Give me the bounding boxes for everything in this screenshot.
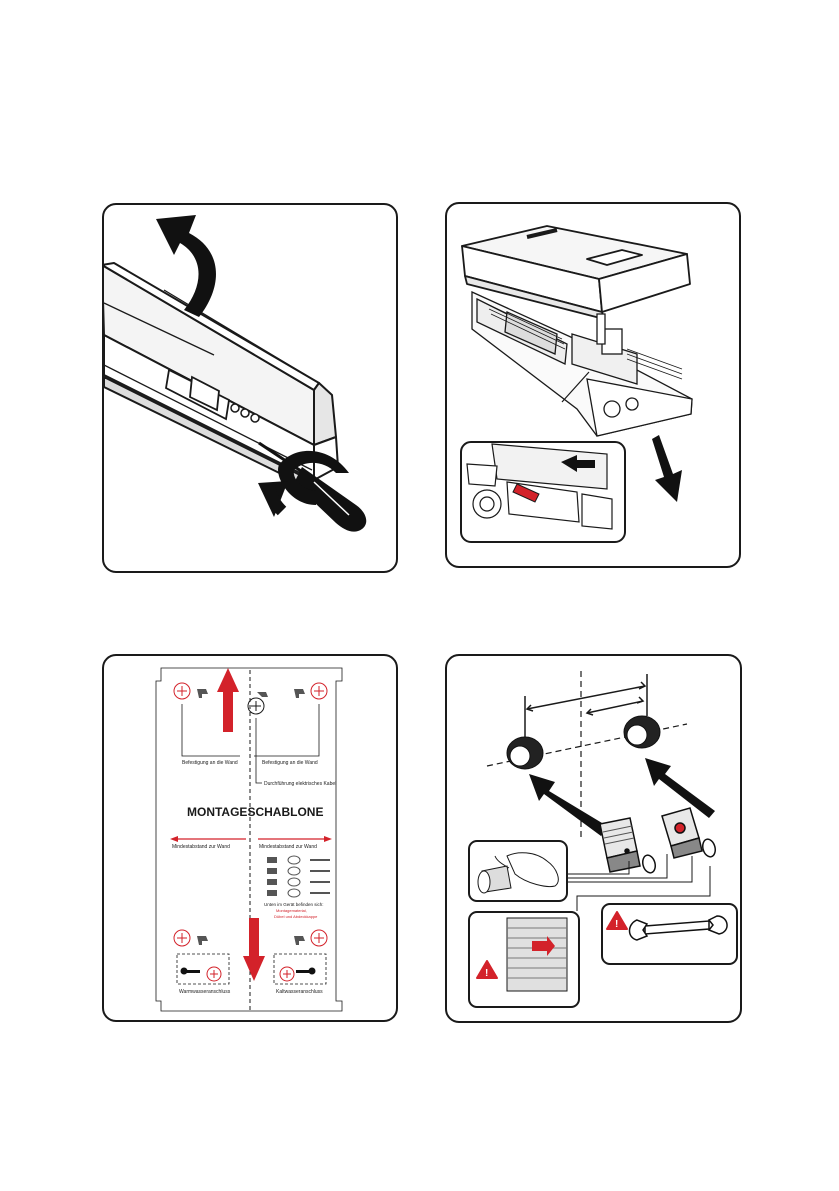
warning-icon xyxy=(606,911,628,930)
detail-inset xyxy=(460,441,626,543)
rotate-arrow-icon xyxy=(278,450,349,505)
svg-text:!: ! xyxy=(615,919,618,930)
push-arrow-icon xyxy=(529,774,607,836)
screwdriver-icon xyxy=(258,441,367,532)
adapter-fitting xyxy=(599,817,656,874)
device-cover xyxy=(461,225,691,320)
step-panel-template: Mindestabstand zur Decke Mindestabstand … xyxy=(102,654,398,1022)
step-panel-remove-cover xyxy=(445,202,741,568)
step-panel-unscrew xyxy=(102,203,398,573)
parts-illustration xyxy=(267,855,330,898)
pipe-fitting xyxy=(506,715,661,770)
push-arrow-icon xyxy=(645,758,715,818)
plus-circle-icon xyxy=(173,682,328,982)
wrench-icon xyxy=(628,915,728,941)
template-sheet xyxy=(155,667,343,1012)
included-parts-label: Unten im Gerät befinden sich: xyxy=(264,902,324,907)
svg-text:!: ! xyxy=(485,968,488,979)
pull-arrow-icon xyxy=(652,435,682,502)
step-panel-connections: ! ! xyxy=(445,654,742,1023)
min-distance-left-label: Mindestabstand zur Wand xyxy=(172,844,230,850)
min-distance-floor-label: Mindestabstand zum Boden xyxy=(281,941,286,991)
wall-mount-right-label: Befestigung an die Wand xyxy=(262,760,318,766)
parts-list-label-2: Dübel und Abdeckkappe xyxy=(274,914,318,919)
button xyxy=(230,403,240,413)
parts-list-label: Montagematerial, xyxy=(276,908,307,913)
cable-entry-label: Durchführung elektrisches Kabel xyxy=(264,781,336,787)
tape-inset xyxy=(468,840,568,902)
warning-icon xyxy=(476,960,498,979)
display-panel xyxy=(165,368,230,421)
template-title: MONTAGESCHABLONE xyxy=(187,805,323,819)
wrench-icon xyxy=(180,967,316,975)
min-distance-right-label: Mindestabstand zur Wand xyxy=(259,844,317,850)
warning-inset: ! xyxy=(468,911,580,1008)
hot-water-label: Warmwasseranschluss xyxy=(179,989,231,995)
rotate-arrow-icon xyxy=(156,215,216,317)
button xyxy=(250,413,260,423)
adapter-fitting-red xyxy=(661,807,716,859)
wrench-inset: ! xyxy=(601,903,738,965)
push-arrow-icon xyxy=(561,455,595,472)
cold-water-label: Kaltwasseranschluss xyxy=(276,989,323,995)
button xyxy=(240,408,250,418)
wall-mount-left-label: Befestigung an die Wand xyxy=(182,760,238,766)
